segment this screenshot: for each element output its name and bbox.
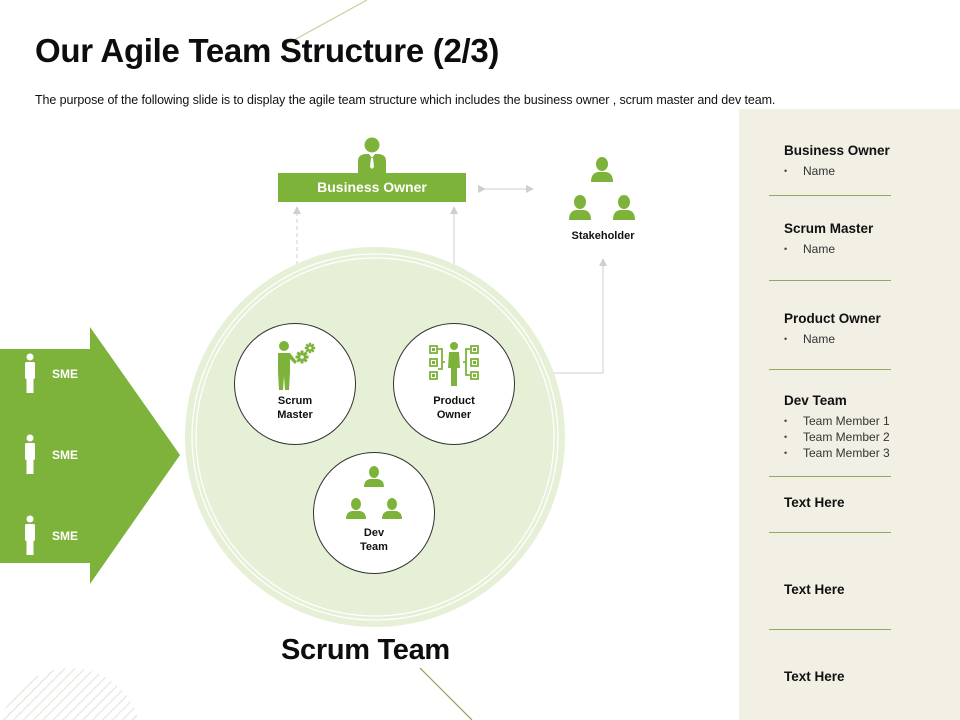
sme-label: SME [52, 367, 79, 381]
side-section-list: •Team Member 1 •Team Member 2 •Team Memb… [784, 413, 890, 461]
decorative-diagonal-bottom [419, 667, 473, 720]
side-section-title: Text Here [784, 669, 845, 684]
list-item: •Team Member 1 [784, 414, 890, 428]
bullet-icon: • [784, 334, 788, 344]
list-item: •Team Member 3 [784, 446, 890, 460]
person-icon [25, 434, 35, 474]
slide-title: Our Agile Team Structure (2/3) [35, 32, 500, 69]
scrum-master-label: Scrum Master [277, 395, 313, 421]
divider [769, 280, 891, 281]
dev-team-label: Dev Team [360, 527, 388, 553]
sme-label: SME [52, 529, 79, 543]
divider [769, 476, 891, 477]
person-gears-icon [278, 341, 316, 390]
list-item: •Name [784, 164, 836, 178]
list-item: •Name [784, 332, 836, 346]
person-icon [25, 515, 35, 555]
side-section-title: Dev Team [784, 393, 847, 408]
side-section-list: •Name [784, 331, 835, 347]
business-owner-box: Business Owner [278, 173, 466, 202]
side-section-title: Text Here [784, 495, 845, 510]
bullet-icon: • [784, 432, 788, 442]
dev-team-node: Dev Team [313, 452, 435, 574]
sme-item: SME [22, 515, 102, 559]
divider [769, 629, 891, 630]
divider [769, 532, 891, 533]
sme-arrow-shape [0, 327, 180, 584]
decorative-diagonal-top [284, 0, 368, 46]
product-owner-label: Product Owner [433, 395, 475, 421]
divider [769, 195, 891, 196]
side-section-list: •Name [784, 163, 835, 179]
people-group-icon [346, 466, 402, 519]
list-item: •Team Member 2 [784, 430, 890, 444]
person-with-tie-icon [358, 137, 386, 174]
slide-subtitle: The purpose of the following slide is to… [35, 93, 776, 107]
product-owner-node: Product Owner [393, 323, 515, 445]
arrow-to-stakeholder [552, 258, 607, 374]
side-section-title: Business Owner [784, 143, 890, 158]
bullet-icon: • [784, 166, 788, 176]
list-item: •Name [784, 242, 836, 256]
stakeholder-label: Stakeholder [571, 230, 635, 242]
people-group-icon [569, 157, 635, 220]
connector-lines [293, 185, 607, 374]
scrum-master-node: Scrum Master [234, 323, 356, 445]
side-section-title: Text Here [784, 582, 845, 597]
side-panel: Business Owner •Name Scrum Master •Name … [739, 109, 960, 720]
divider [769, 369, 891, 370]
sme-item: SME [22, 434, 102, 478]
side-section-title: Scrum Master [784, 221, 874, 236]
person-icon [25, 353, 35, 393]
bullet-icon: • [784, 244, 788, 254]
scrum-team-label: Scrum Team [281, 634, 450, 666]
side-section-title: Product Owner [784, 311, 881, 326]
side-section-list: •Name [784, 241, 835, 257]
sme-label: SME [52, 448, 79, 462]
bullet-icon: • [784, 448, 788, 458]
person-checklist-icon [429, 342, 479, 386]
bullet-icon: • [784, 416, 788, 426]
sme-item: SME [22, 353, 102, 397]
